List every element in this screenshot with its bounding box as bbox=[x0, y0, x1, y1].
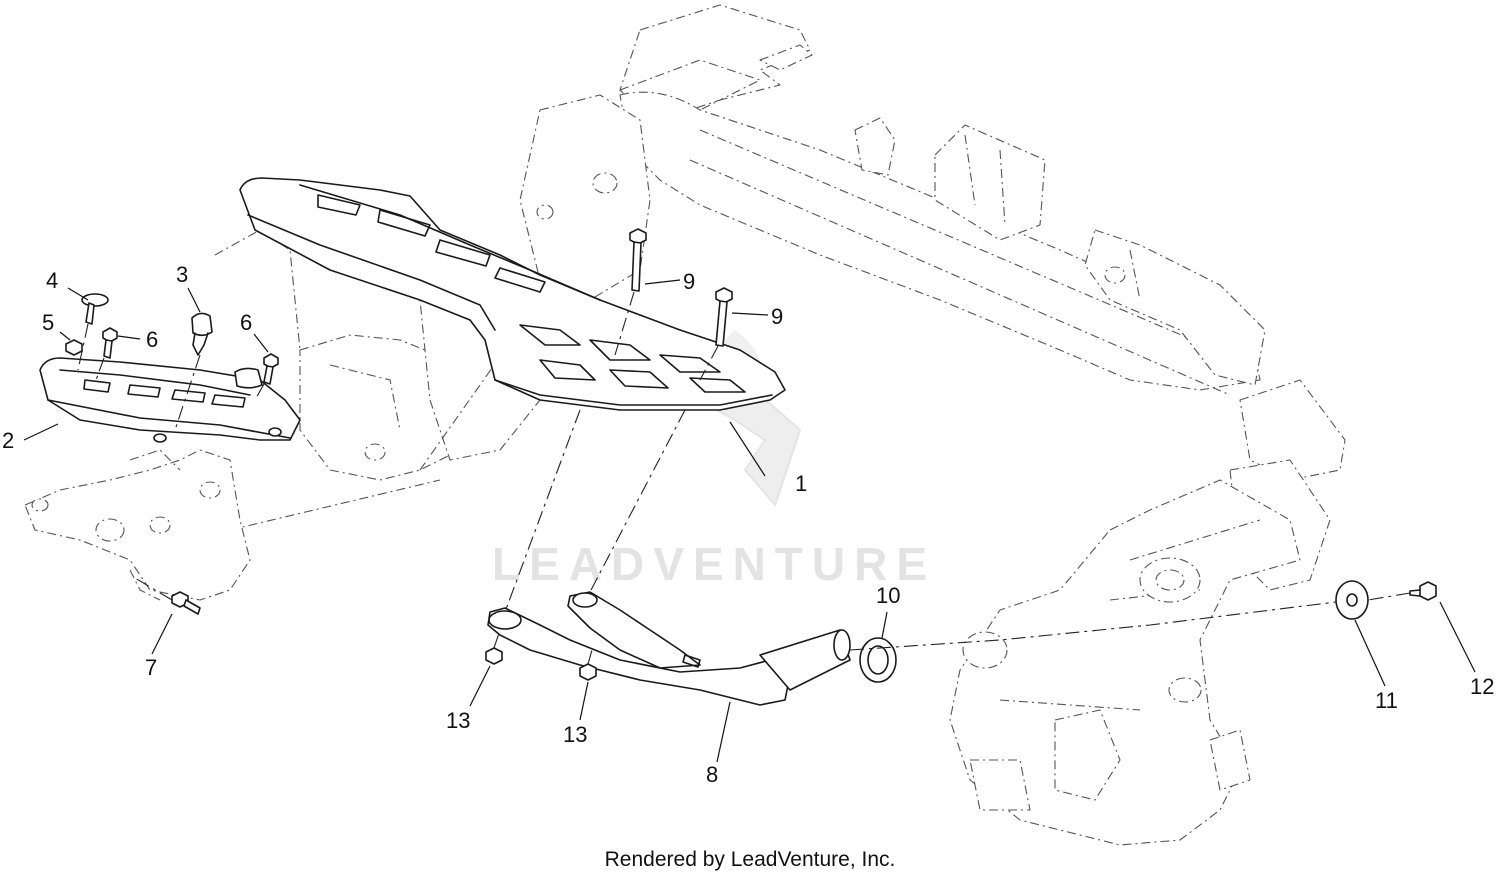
bolt-9-right bbox=[699, 287, 733, 381]
vehicle-frame bbox=[214, 4, 1346, 846]
callout-2: 2 bbox=[2, 428, 14, 453]
callout-6-right: 6 bbox=[240, 310, 252, 335]
centerline-pivot bbox=[849, 601, 1337, 651]
bolt-9-left bbox=[614, 228, 647, 356]
callout-13-right: 13 bbox=[563, 722, 587, 747]
support-arm-8 bbox=[487, 409, 851, 706]
callout-7: 7 bbox=[145, 655, 157, 680]
callout-13-left: 13 bbox=[446, 708, 470, 733]
bumper-3 bbox=[174, 312, 213, 431]
callout-3: 3 bbox=[176, 262, 188, 287]
nut-13-left bbox=[485, 629, 503, 665]
callout-4: 4 bbox=[46, 268, 58, 293]
callout-9-right: 9 bbox=[771, 304, 783, 329]
bolt-6-right bbox=[254, 353, 279, 401]
nut-13-right bbox=[579, 649, 597, 681]
watermark-text: LEADVENTURE bbox=[492, 538, 936, 590]
bolt-6-left bbox=[95, 327, 118, 381]
carriage-bolt-4 bbox=[77, 293, 109, 371]
washer-11 bbox=[1335, 580, 1369, 620]
footer-credit: Rendered by LeadVenture, Inc. bbox=[604, 848, 896, 871]
callout-8: 8 bbox=[706, 762, 718, 787]
callout-labels: 1 2 3 4 5 6 6 7 8 9 9 10 11 12 13 13 bbox=[2, 262, 1494, 787]
callout-11: 11 bbox=[1375, 688, 1398, 713]
watermark-logo bbox=[686, 394, 802, 507]
callout-10: 10 bbox=[876, 583, 900, 608]
bushing-10 bbox=[859, 637, 897, 683]
bolt-7 bbox=[134, 577, 201, 615]
footrest-2 bbox=[39, 357, 301, 443]
callout-9-left: 9 bbox=[683, 269, 695, 294]
footrest-plate-1 bbox=[239, 177, 786, 411]
nut-5 bbox=[65, 339, 83, 356]
leader-lines bbox=[23, 279, 1476, 763]
bolt-12 bbox=[1367, 581, 1437, 601]
callout-1: 1 bbox=[795, 471, 807, 496]
left-bracket bbox=[24, 449, 251, 601]
callout-6-left: 6 bbox=[146, 327, 158, 352]
callout-12: 12 bbox=[1470, 674, 1494, 699]
callout-5: 5 bbox=[42, 310, 54, 335]
